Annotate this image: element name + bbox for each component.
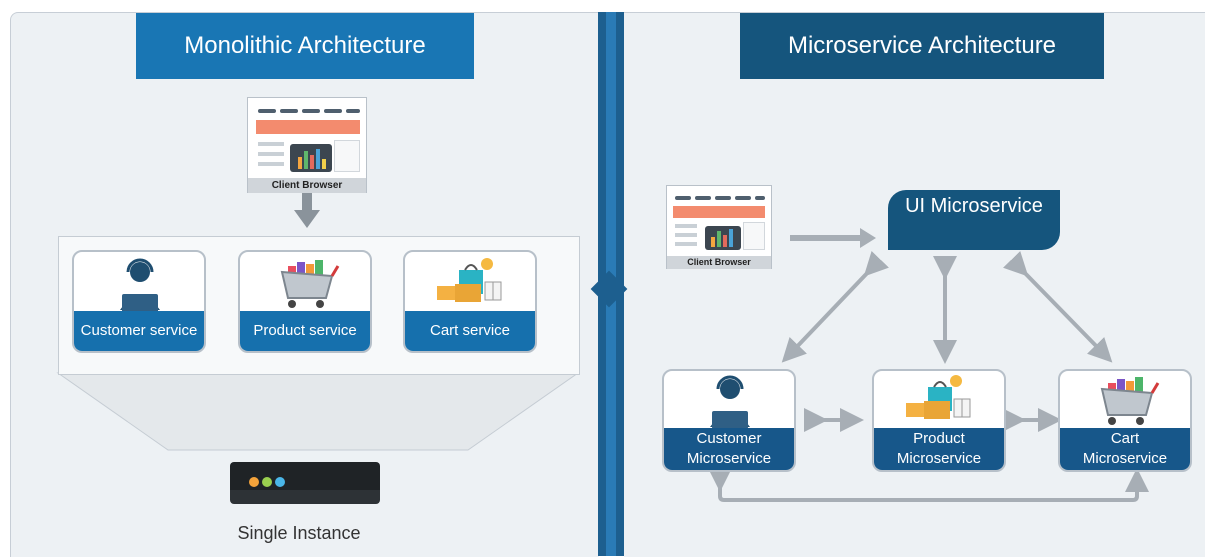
micro-client-label: Client Browser bbox=[667, 256, 771, 269]
mono-card-cart: Cart service bbox=[403, 250, 537, 353]
micro-card-customer-label: Customer Microservice bbox=[664, 428, 794, 470]
microservice-title: Microservice Architecture bbox=[740, 13, 1104, 79]
shopping-cart-icon bbox=[280, 260, 340, 308]
ui-microservice-box: UI Microservice bbox=[888, 190, 1060, 250]
mono-card-product: Product service bbox=[238, 250, 372, 353]
micro-card-cart-label: Cart Microservice bbox=[1060, 428, 1190, 470]
support-agent-icon bbox=[710, 375, 750, 429]
mono-card-product-label: Product service bbox=[240, 311, 370, 351]
mono-card-customer: Customer service bbox=[72, 250, 206, 353]
mono-card-cart-label: Cart service bbox=[405, 311, 535, 351]
mono-client-label: Client Browser bbox=[248, 178, 366, 193]
shopping-bags-icon bbox=[437, 258, 502, 302]
micro-card-customer: Customer Microservice bbox=[662, 369, 796, 472]
server-icon bbox=[230, 462, 380, 504]
micro-card-cart: Cart Microservice bbox=[1058, 369, 1192, 472]
micro-card-product: Product Microservice bbox=[872, 369, 1006, 472]
shopping-bags-icon bbox=[906, 375, 971, 419]
monolithic-title: Monolithic Architecture bbox=[136, 13, 474, 79]
micro-client-browser: Client Browser bbox=[666, 185, 772, 269]
support-agent-icon bbox=[120, 258, 160, 314]
single-instance-label: Single Instance bbox=[237, 523, 361, 543]
micro-card-product-label: Product Microservice bbox=[874, 428, 1004, 470]
mono-card-customer-label: Customer service bbox=[74, 311, 204, 351]
mono-client-browser: Client Browser bbox=[247, 97, 367, 193]
shopping-cart-icon bbox=[1100, 377, 1160, 425]
